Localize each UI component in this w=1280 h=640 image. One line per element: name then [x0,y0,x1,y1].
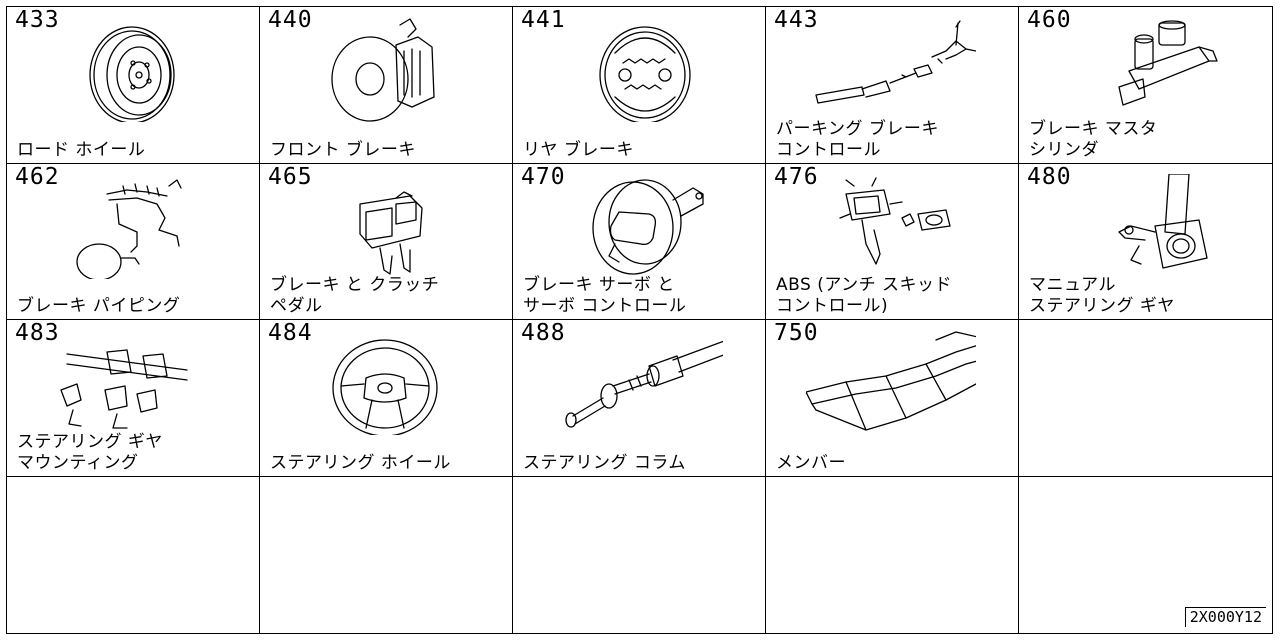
section-462-brake-piping[interactable]: 462 ブレーキ パイピング [7,163,260,320]
section-label: ABS (アンチ スキッド コントロール) [776,275,953,316]
abs-unit-icon [839,176,951,265]
section-label: マニュアル ステアリング ギヤ [1029,275,1175,316]
section-code: 483 [15,320,60,346]
empty-cell [7,476,260,633]
section-441-rear-brake[interactable]: 441 リヤ ブレーキ [513,7,766,164]
road-wheel-icon [89,26,175,122]
section-label: ブレーキ サーボ と サーボ コントロール [523,275,687,316]
brake-servo-icon [592,178,704,275]
section-470-brake-servo[interactable]: 470 ブレーキ サーボ と サーボ コントロール [513,163,766,320]
section-488-steering-column[interactable]: 488 ステアリング コラム [513,320,766,477]
section-code: 460 [1027,7,1072,33]
section-483-steering-gear-mounting[interactable]: 483 ステアリング ギヤ マウンティング [7,320,260,477]
section-label: リヤ ブレーキ [523,139,634,160]
section-label: メンバー [776,452,846,473]
section-440-front-brake[interactable]: 440 フロント ブレーキ [260,7,513,164]
section-label: ロード ホイール [17,139,146,160]
brake-clutch-pedal-icon [359,190,423,275]
member-frame-icon [806,331,976,431]
section-label: パーキング ブレーキ コントロール [776,118,939,160]
section-750-member[interactable]: 750 メンバー [766,320,1019,477]
section-code: 484 [268,320,313,346]
section-label: ステアリング コラム [523,452,686,473]
empty-cell [260,476,513,633]
section-476-abs-unit[interactable]: 476 ABS (アンチ スキッド コントロール) [766,163,1019,320]
parts-catalog-grid: 433 ロード ホイール 440 フロント ブレーキ 441 [6,6,1273,634]
steering-wheel-icon [332,339,438,435]
section-code: 465 [268,163,313,190]
section-480-manual-steering-gear[interactable]: 480 マニュアル ステアリング ギヤ [1019,163,1272,320]
section-label: ブレーキ と クラッチ ペダル [270,275,440,316]
section-label: フロント ブレーキ [270,139,416,160]
section-code: 488 [521,320,566,346]
section-code: 750 [774,320,819,346]
section-484-steering-wheel[interactable]: 484 ステアリング ホイール [260,320,513,477]
rear-brake-icon [599,26,691,122]
section-433-road-wheel[interactable]: 433 ロード ホイール [7,7,260,164]
empty-cell [1019,320,1272,477]
section-code: 440 [268,7,313,33]
section-label: ブレーキ パイピング [17,296,181,316]
section-443-parking-brake-control[interactable]: 443 パーキング ブレーキ コントロール [766,7,1019,164]
parking-brake-control-icon [815,20,976,104]
section-label: ブレーキ マスタ シリンダ [1029,118,1158,160]
section-label: ステアリング ホイール [270,452,451,473]
steering-gear-mounting-icon [60,349,188,429]
empty-cell [766,476,1019,633]
section-code: 441 [521,7,566,33]
section-460-brake-master-cylinder[interactable]: 460 ブレーキ マスタ シリンダ [1019,7,1272,164]
section-code: 433 [15,7,60,33]
section-465-brake-clutch-pedal[interactable]: 465 ブレーキ と クラッチ ペダル [260,163,513,320]
section-code: 480 [1027,163,1072,190]
steering-column-icon [565,340,723,428]
section-code: 476 [774,163,819,190]
section-code: 462 [15,163,60,190]
manual-steering-gear-icon [1118,173,1208,269]
section-code: 443 [774,7,819,33]
section-label: ステアリング ギヤ マウンティング [17,431,163,473]
front-brake-icon [331,18,435,122]
brake-master-cylinder-icon [1118,20,1218,106]
section-code: 470 [521,163,566,190]
diagram-reference-code: 2X000Y12 [1184,607,1266,627]
empty-cell [513,476,766,633]
brake-piping-icon [76,178,182,279]
